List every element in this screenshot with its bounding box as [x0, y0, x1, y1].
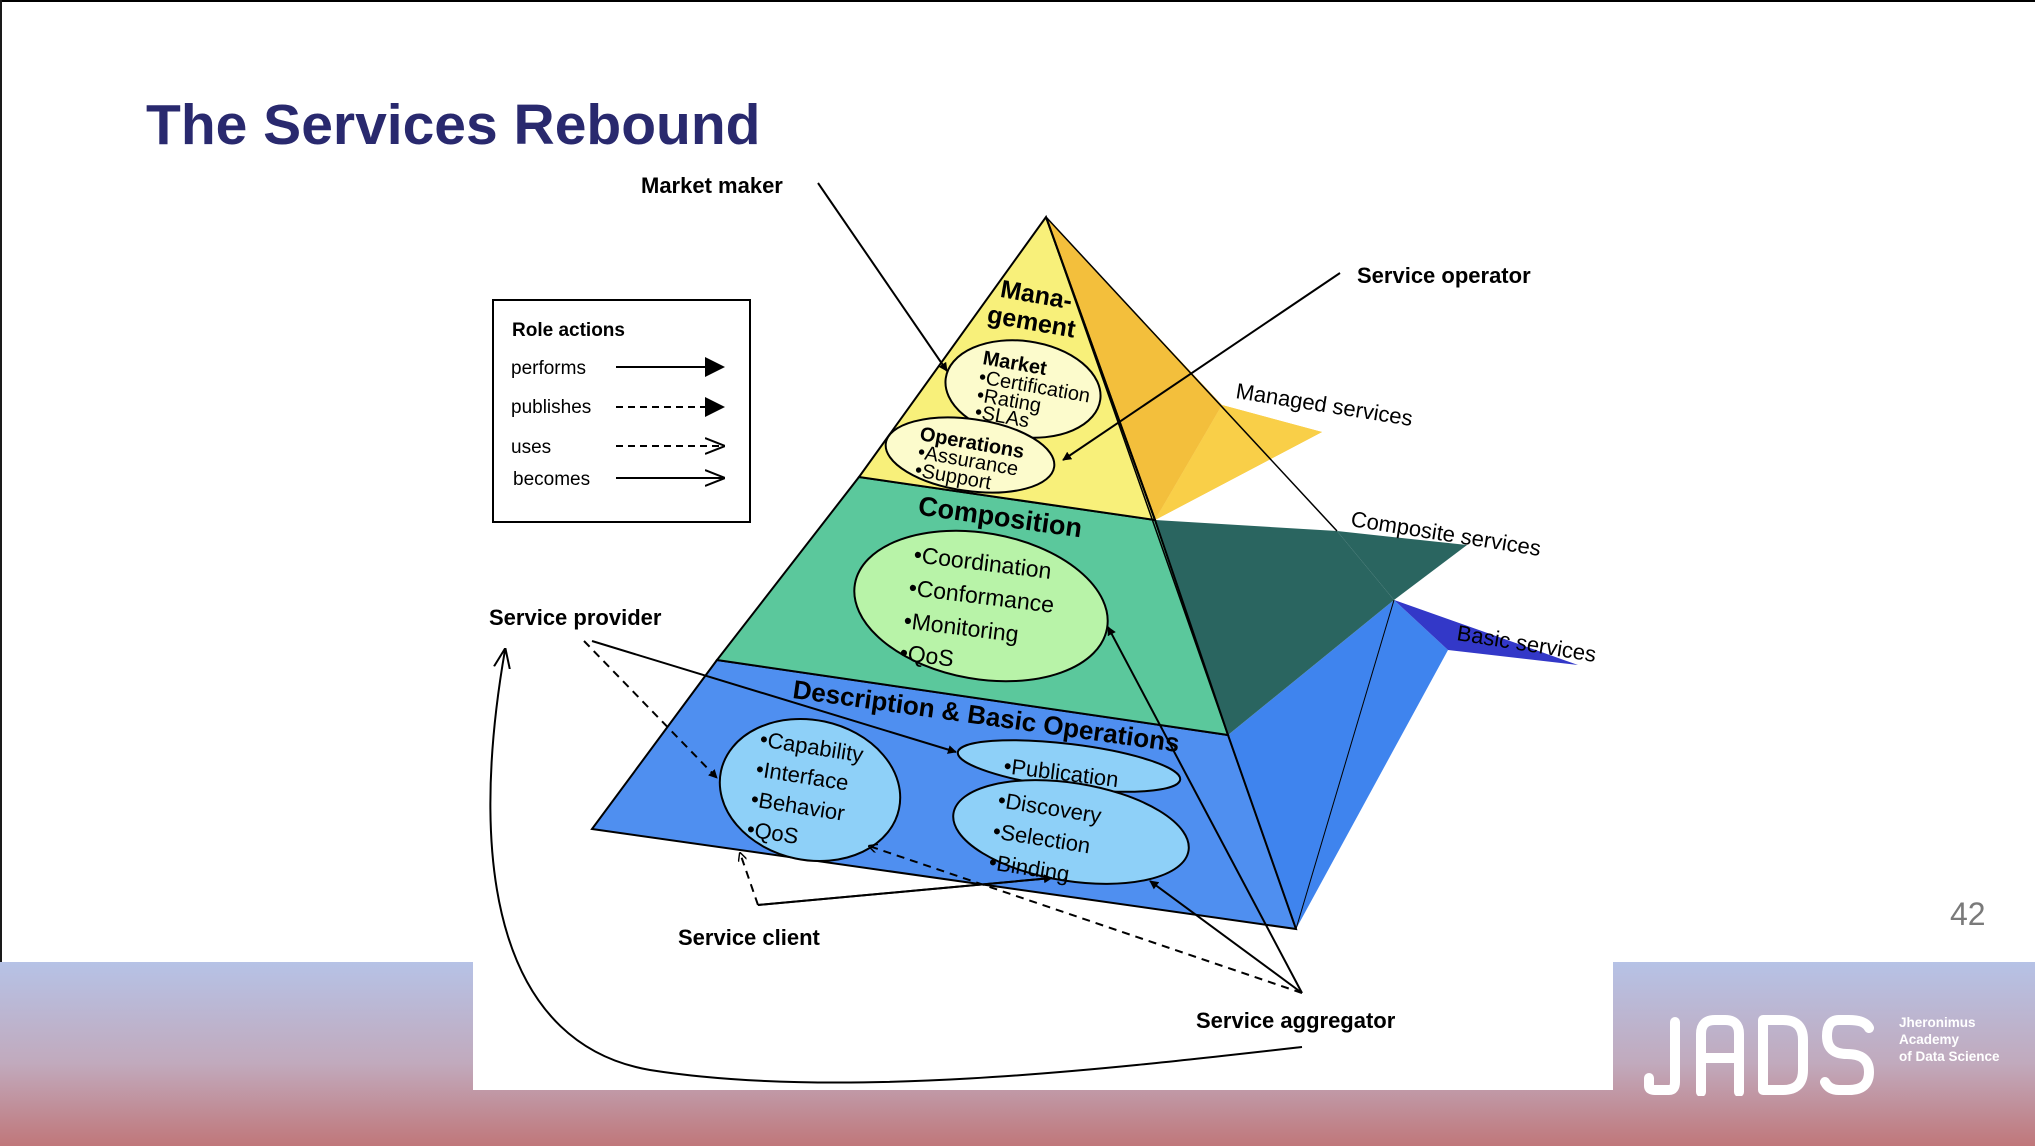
logo-subtitle-line: Academy [1899, 1032, 1960, 1047]
logo-subtitle: Jheronimus Academy of Data Science [1899, 1014, 2000, 1065]
arrow-aggregator-uses-capability [869, 846, 1303, 994]
legend-title: Role actions [512, 320, 625, 341]
basic-services-label: Basic services [1455, 620, 1598, 667]
logo-letter-j [1644, 1017, 1680, 1095]
basic-side-face [1228, 600, 1448, 929]
figure-background [473, 920, 1613, 1090]
service-aggregator-label: Service aggregator [1196, 1008, 1396, 1033]
service-provider-label: Service provider [489, 605, 662, 630]
arrow-provider-performs-publication [591, 640, 957, 754]
legend-item-uses: uses [511, 437, 551, 458]
market-maker-label: Market maker [641, 173, 783, 198]
managed-tray-top [1155, 405, 1322, 520]
service-operator-label: Service operator [1357, 263, 1531, 288]
composite-side-face [1155, 520, 1394, 735]
composition-ellipse [853, 529, 1109, 683]
pyramid-back-edge [1045, 216, 1297, 930]
arrow-aggregator-performs-discovery [1149, 880, 1303, 994]
slide-title: The Services Rebound [146, 93, 761, 157]
arrow-market-maker-performs [817, 182, 948, 372]
arrow-provider-publishes-capability [583, 640, 718, 779]
page-number: 42 [1950, 896, 1986, 932]
jads-logo [1644, 1015, 1874, 1096]
left-border [0, 0, 2, 1146]
arrow-service-operator-performs [1062, 272, 1341, 461]
operations-ellipse [884, 416, 1056, 494]
arrow-aggregator-becomes-provider [489, 650, 1303, 1084]
discovery-ellipse [952, 779, 1190, 885]
logo-letter-d [1758, 1015, 1808, 1095]
logo-letter-s [1820, 1015, 1874, 1095]
logo-letter-a [1696, 1015, 1744, 1096]
legend-item-publishes: publishes [511, 397, 591, 418]
service-client-label: Service client [678, 925, 821, 950]
arrow-client-performs-discovery [757, 874, 1053, 906]
legend-item-performs: performs [511, 358, 586, 379]
composite-services-extension [1337, 531, 1467, 600]
top-border [0, 0, 2035, 2]
logo-subtitle-line: Jheronimus [1899, 1015, 1976, 1030]
managed-side-face [1046, 217, 1222, 520]
basic-services-extension [1394, 600, 1578, 665]
arrow-aggregator-performs-composition [1107, 626, 1303, 994]
arrow-client-uses-capability [740, 853, 759, 906]
capability-ellipse [718, 717, 902, 863]
logo-subtitle-line: of Data Science [1899, 1049, 2000, 1064]
legend-item-becomes: becomes [513, 469, 590, 490]
